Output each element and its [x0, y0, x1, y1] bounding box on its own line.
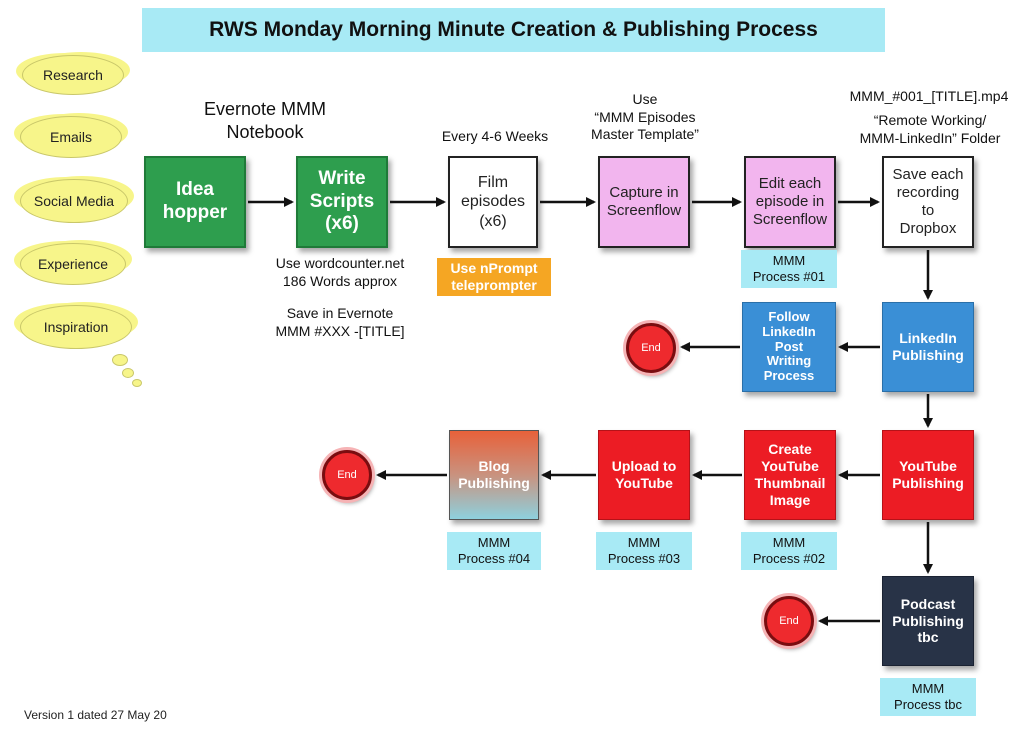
end-podcast: End [764, 596, 814, 646]
process-02-label: MMM Process #02 [741, 532, 837, 570]
version-note: Version 1 dated 27 May 20 [24, 708, 167, 722]
edit-episode-box: Edit each episode in Screenflow [744, 156, 836, 248]
upload-youtube-label: Upload to YouTube [611, 458, 677, 491]
idea-hopper-box: Idea hopper [144, 156, 246, 248]
diagram-title: RWS Monday Morning Minute Creation & Pub… [142, 8, 885, 52]
note-every-4-6-weeks: Every 4-6 Weeks [441, 128, 549, 144]
thought-bubble [122, 368, 134, 378]
create-thumbnail-label: Create YouTube Thumbnail Image [754, 441, 826, 508]
cloud-research: Research [22, 55, 124, 95]
note-evernote-notebook: Evernote MMM Notebook [203, 99, 327, 142]
note-use-template: Use “MMM Episodes Master Template” [591, 91, 699, 142]
edit-episode-label: Edit each episode in Screenflow [752, 175, 828, 228]
capture-screenflow-box: Capture in Screenflow [598, 156, 690, 248]
nprompt-teleprompter-label: Use nPrompt teleprompter [437, 258, 551, 296]
end-label: End [779, 615, 799, 627]
linkedin-publishing-box: LinkedIn Publishing [882, 302, 974, 392]
cloud-social-media: Social Media [20, 179, 128, 223]
note-folder: “Remote Working/ MMM-LinkedIn” Folder [859, 112, 1001, 146]
create-thumbnail-box: Create YouTube Thumbnail Image [744, 430, 836, 520]
process-tbc-label: MMM Process tbc [880, 678, 976, 716]
film-episodes-box: Film episodes (x6) [448, 156, 538, 248]
note-filename: MMM_#001_[TITLE].mp4 [849, 88, 1009, 104]
process-04-label: MMM Process #04 [447, 532, 541, 570]
blog-publishing-box: Blog Publishing [449, 430, 539, 520]
film-episodes-label: Film episodes (x6) [460, 174, 526, 230]
write-scripts-box: Write Scripts (x6) [296, 156, 388, 248]
end-blog: End [322, 450, 372, 500]
thought-bubble [132, 379, 142, 387]
end-linkedin: End [626, 323, 676, 373]
linkedin-publishing-label: LinkedIn Publishing [892, 330, 964, 363]
follow-linkedin-process-label: Follow LinkedIn Post Writing Process [762, 308, 816, 384]
podcast-publishing-box: Podcast Publishing tbc [882, 576, 974, 666]
process-01-label: MMM Process #01 [741, 250, 837, 288]
blog-publishing-label: Blog Publishing [458, 458, 530, 491]
end-label: End [337, 469, 357, 481]
thought-bubble [112, 354, 128, 366]
save-dropbox-label: Save each recording to Dropbox [892, 166, 964, 237]
note-wordcounter: Use wordcounter.net 186 Words approx [275, 255, 405, 289]
youtube-publishing-box: YouTube Publishing [882, 430, 974, 520]
upload-youtube-box: Upload to YouTube [598, 430, 690, 520]
write-scripts-label: Write Scripts (x6) [309, 167, 375, 235]
youtube-publishing-label: YouTube Publishing [892, 458, 964, 491]
idea-hopper-label: Idea hopper [162, 179, 228, 223]
cloud-inspiration: Inspiration [20, 305, 132, 349]
cloud-experience: Experience [20, 243, 126, 285]
capture-screenflow-label: Capture in Screenflow [606, 184, 682, 219]
follow-linkedin-process-box: Follow LinkedIn Post Writing Process [742, 302, 836, 392]
save-dropbox-box: Save each recording to Dropbox [882, 156, 974, 248]
note-save-evernote: Save in Evernote MMM #XXX -[TITLE] [275, 305, 405, 339]
end-label: End [641, 342, 661, 354]
process-03-label: MMM Process #03 [596, 532, 692, 570]
cloud-emails: Emails [20, 116, 122, 158]
podcast-publishing-label: Podcast Publishing tbc [892, 595, 964, 646]
